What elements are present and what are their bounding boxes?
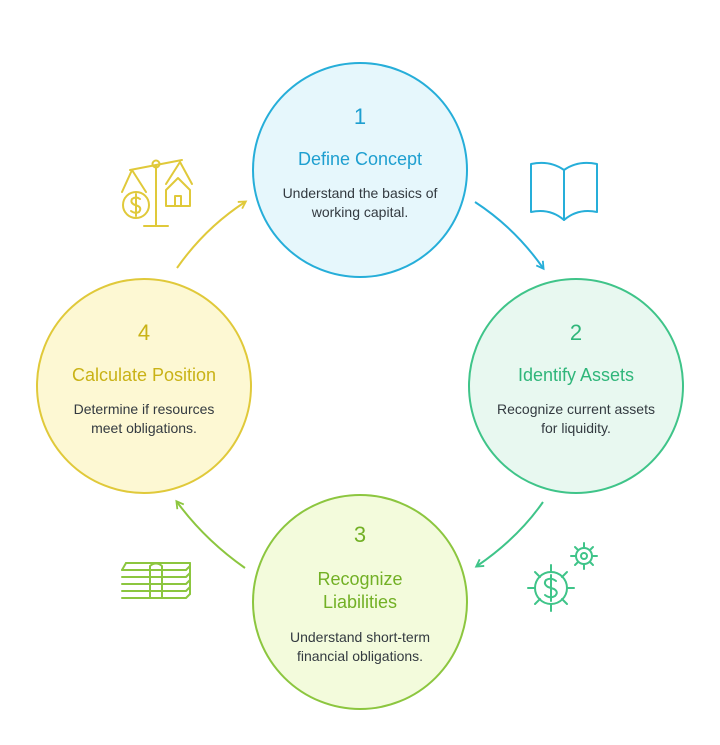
step-1-circle: 1 Define Concept Understand the basics o… <box>252 62 468 278</box>
step-3-circle: 3 Recognize Liabilities Understand short… <box>252 494 468 710</box>
step-number: 2 <box>569 320 583 345</box>
arrow-step1-to-step2 <box>474 201 545 271</box>
step-description: Understand the basics of working capital… <box>282 185 438 220</box>
step-number: 3 <box>353 522 367 547</box>
step-description: Determine if resources meet obligations. <box>73 401 215 436</box>
step-description: Recognize current assets for liquidity. <box>497 401 655 436</box>
step-title: Calculate Position <box>71 365 217 385</box>
step-title: Recognize Liabilities <box>317 569 403 612</box>
arrow-step4-to-step1 <box>176 200 248 269</box>
step-title: Define Concept <box>297 149 423 169</box>
arrow-step3-to-step4 <box>175 499 246 569</box>
step-number: 1 <box>353 104 367 129</box>
step-number: 4 <box>137 320 151 345</box>
arrow-step2-to-step3 <box>474 501 544 568</box>
step-2-circle: 2 Identify Assets Recognize current asse… <box>468 278 684 494</box>
step-4-circle: 4 Calculate Position Determine if resour… <box>36 278 252 494</box>
step-description: Understand short-term financial obligati… <box>289 629 431 664</box>
step-title: Identify Assets <box>517 365 635 385</box>
